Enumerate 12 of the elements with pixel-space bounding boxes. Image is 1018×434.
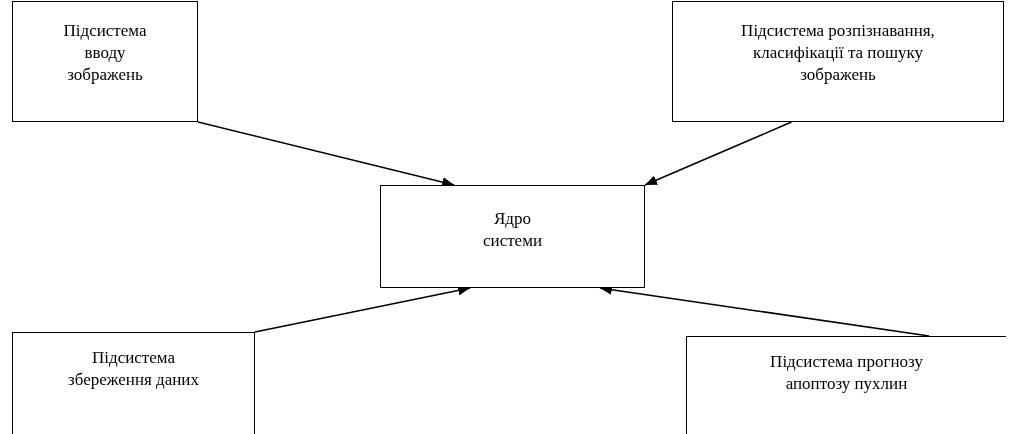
box-label: Підсистема збереження даних	[67, 347, 200, 391]
process-box	[12, 1, 198, 122]
process-box	[380, 185, 645, 288]
process-box	[672, 1, 1004, 122]
process-box	[12, 332, 255, 434]
arrow	[644, 121, 793, 186]
box-label: Підсистема прогнозу апоптозу пухлин	[769, 351, 924, 395]
box-label: Підсистема розпізнавання, класифікації та пошуку зображень	[740, 20, 936, 86]
process-box	[686, 336, 1006, 434]
box-label: Підсистема вводу зображень	[62, 20, 148, 86]
arrow	[197, 121, 455, 187]
box-label: Ядро системи	[482, 208, 543, 252]
